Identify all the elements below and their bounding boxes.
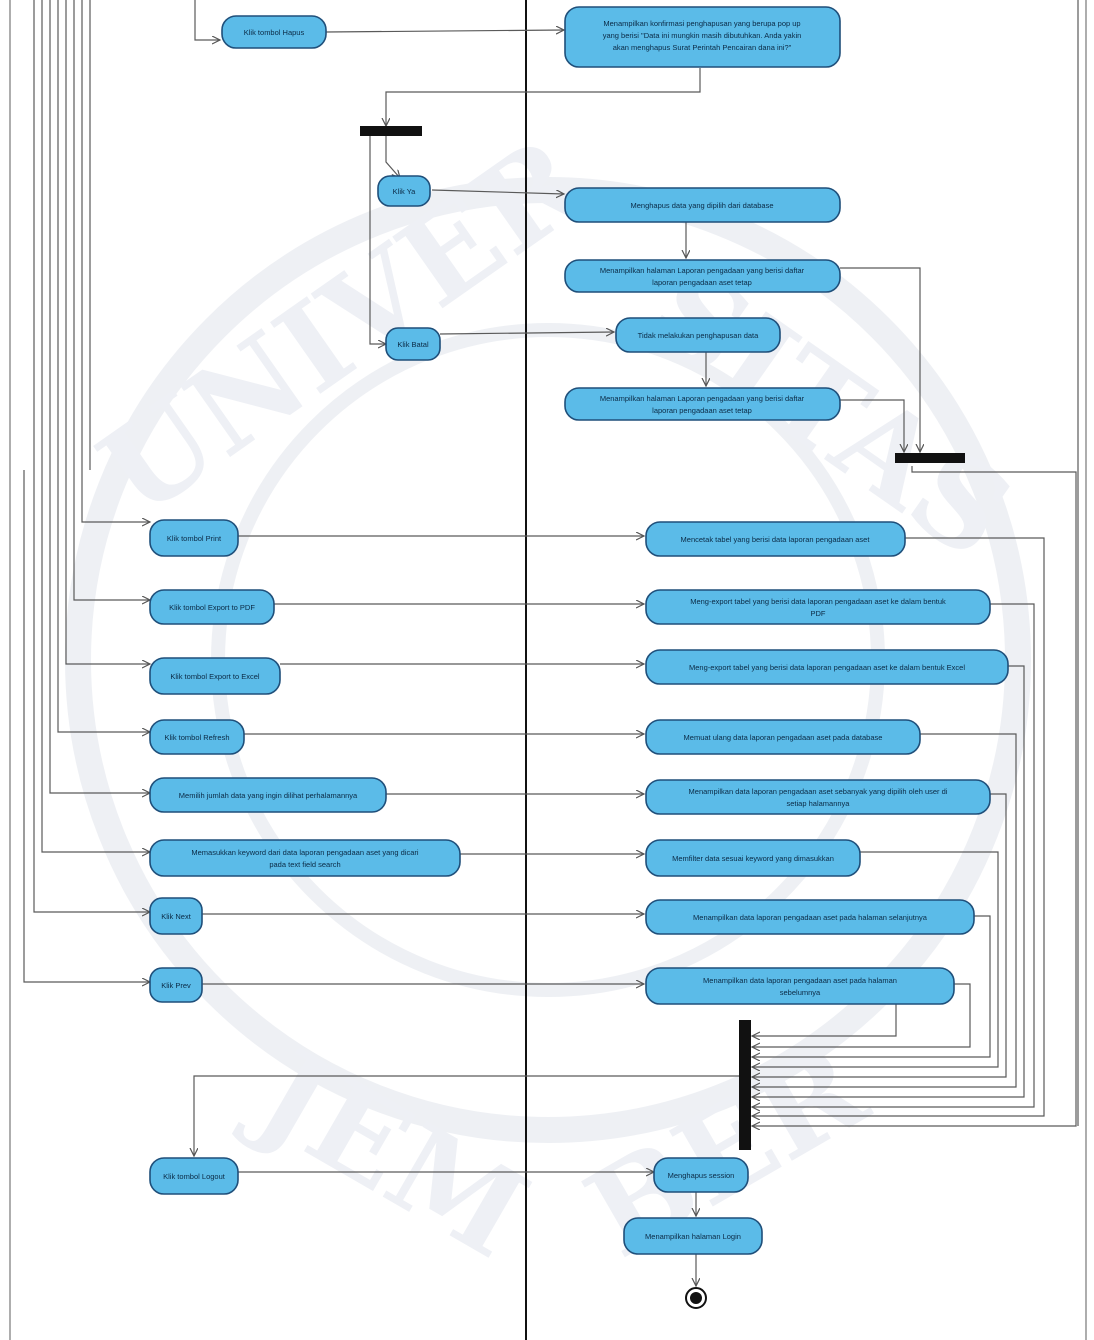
action-label-line: setiap halamannya <box>787 799 851 808</box>
action-label-line: pada text field search <box>269 860 340 869</box>
action-label: Klik Batal <box>397 340 429 349</box>
action-label: Klik Ya <box>393 187 416 196</box>
action-klik-logout: Klik tombol Logout <box>149 1157 239 1195</box>
action-label-line: Menampilkan halaman Laporan pengadaan ya… <box>600 266 805 275</box>
action-label: Menghapus session <box>668 1171 735 1180</box>
action-label-line: laporan pengadaan aset tetap <box>652 406 752 415</box>
fork-bar-confirm <box>360 126 422 136</box>
university-watermark-logo: UNIVER SITAS JEM BER <box>65 109 1036 1286</box>
action-label: Menampilkan data laporan pengadaan aset … <box>693 913 928 922</box>
action-klik-batal: Klik Batal <box>385 327 441 361</box>
action-label-line: yang berisi "Data ini mungkin masih dibu… <box>603 31 802 40</box>
action-batal-hapus: Tidak melakukan penghapusan data <box>615 317 781 353</box>
action-label: Memuat ulang data laporan pengadaan aset… <box>684 733 883 742</box>
action-label: Klik tombol Export to PDF <box>169 603 255 612</box>
action-label: Klik tombol Logout <box>163 1172 226 1181</box>
action-cetak-tabel: Mencetak tabel yang berisi data laporan … <box>645 521 906 557</box>
action-label: Memfilter data sesuai keyword yang dimas… <box>672 854 834 863</box>
action-memfilter: Memfilter data sesuai keyword yang dimas… <box>645 839 861 877</box>
action-tampil-laporan-1: Menampilkan halaman Laporan pengadaan ya… <box>564 259 841 293</box>
action-label: Menampilkan halaman Login <box>645 1232 741 1241</box>
action-hapus-data: Menghapus data yang dipilih dari databas… <box>564 187 841 223</box>
action-label-line: laporan pengadaan aset tetap <box>652 278 752 287</box>
action-memuat-ulang: Memuat ulang data laporan pengadaan aset… <box>645 719 921 755</box>
action-label-line: Menampilkan halaman Laporan pengadaan ya… <box>600 394 805 403</box>
action-masukkan-keyword: Memasukkan keyword dari data laporan pen… <box>149 839 461 877</box>
action-klik-next: Klik Next <box>149 897 203 935</box>
action-hapus-session: Menghapus session <box>653 1157 749 1193</box>
join-bar-after-delete <box>895 453 965 463</box>
action-klik-ya: Klik Ya <box>377 175 431 207</box>
action-label-line: akan menghapus Surat Perintah Pencairan … <box>613 43 792 52</box>
action-label-line: Menampilkan konfirmasi penghapusan yang … <box>603 19 800 28</box>
action-label: Klik tombol Export to Excel <box>170 672 260 681</box>
action-label: Klik tombol Print <box>167 534 222 543</box>
action-label: Klik tombol Refresh <box>164 733 229 742</box>
action-label-line: PDF <box>811 609 826 618</box>
action-tampil-login: Menampilkan halaman Login <box>623 1217 763 1255</box>
action-label: Klik tombol Hapus <box>244 28 305 37</box>
upper-flows <box>325 30 920 452</box>
action-label: Memilih jumlah data yang ingin dilihat p… <box>179 791 358 800</box>
action-label: Tidak melakukan penghapusan data <box>638 331 759 340</box>
action-tampil-laporan-2: Menampilkan halaman Laporan pengadaan ya… <box>564 387 841 421</box>
action-label-line: sebelumnya <box>780 988 821 997</box>
action-memilih-jumlah: Memilih jumlah data yang ingin dilihat p… <box>149 777 387 813</box>
left-feed-lines <box>23 0 220 982</box>
action-label-line: Menampilkan data laporan pengadaan aset … <box>689 787 948 796</box>
action-label-line: Meng-export tabel yang berisi data lapor… <box>690 597 946 606</box>
action-klik-print: Klik tombol Print <box>149 519 239 557</box>
action-klik-prev: Klik Prev <box>149 967 203 1003</box>
action-tampil-sebanyak: Menampilkan data laporan pengadaan aset … <box>645 779 991 815</box>
action-konfirmasi: Menampilkan konfirmasi penghapusan yang … <box>564 6 841 68</box>
action-label: Klik Next <box>161 912 192 921</box>
action-export-excel: Meng-export tabel yang berisi data lapor… <box>645 649 1009 685</box>
action-label-line: Menampilkan data laporan pengadaan aset … <box>703 976 897 985</box>
join-bar-main <box>739 1020 751 1150</box>
action-klik-pdf: Klik tombol Export to PDF <box>149 589 275 625</box>
action-label: Meng-export tabel yang berisi data lapor… <box>689 663 965 672</box>
action-klik-excel: Klik tombol Export to Excel <box>149 657 281 695</box>
action-tampil-next: Menampilkan data laporan pengadaan aset … <box>645 899 975 935</box>
action-klik-refresh: Klik tombol Refresh <box>149 719 245 755</box>
lower-flows <box>194 1075 740 1286</box>
action-label: Menghapus data yang dipilih dari databas… <box>630 201 773 210</box>
action-label: Mencetak tabel yang berisi data laporan … <box>681 535 871 544</box>
final-node <box>685 1287 707 1309</box>
action-label: Klik Prev <box>161 981 191 990</box>
action-label-line: Memasukkan keyword dari data laporan pen… <box>191 848 419 857</box>
action-export-pdf: Meng-export tabel yang berisi data lapor… <box>645 589 991 625</box>
middle-flows <box>202 536 644 984</box>
action-klik-hapus: Klik tombol Hapus <box>221 15 327 49</box>
right-return-lines <box>752 0 1079 1126</box>
action-tampil-prev: Menampilkan data laporan pengadaan aset … <box>645 967 955 1005</box>
